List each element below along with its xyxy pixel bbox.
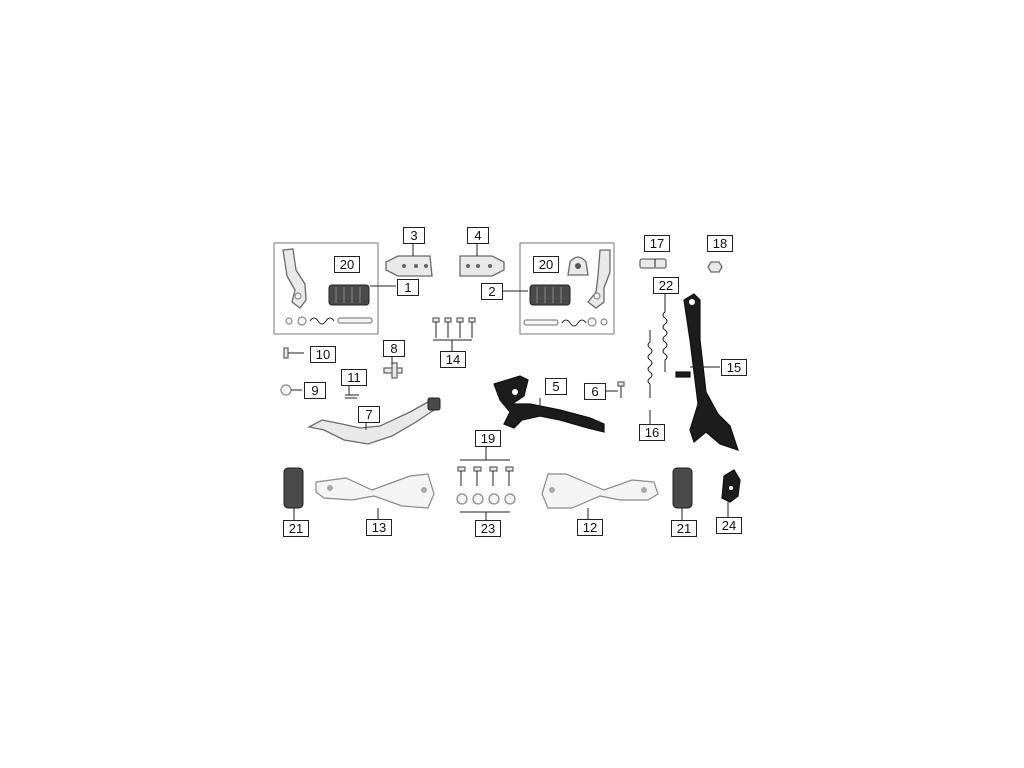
bolt-set-14 — [432, 317, 476, 338]
right-footrest-bracket — [587, 249, 611, 309]
right-footpeg — [459, 255, 505, 277]
right-footrest-small-parts — [523, 317, 608, 327]
bolt-set-19 — [457, 466, 514, 486]
bracket-24 — [721, 469, 741, 503]
left-rear-footpeg-rubber — [283, 467, 304, 509]
right-rear-footpeg-rubber — [672, 467, 693, 509]
callout-21-left: 21 — [283, 520, 309, 537]
spring-16 — [647, 330, 653, 398]
left-footrest-group-frame — [273, 242, 379, 335]
callout-17: 17 — [644, 235, 670, 252]
left-rear-footrest-bracket — [315, 473, 435, 509]
callout-5: 5 — [545, 378, 567, 395]
callout-9: 9 — [304, 382, 326, 399]
callout-20-right: 20 — [533, 256, 559, 273]
right-rear-footrest-bracket — [541, 473, 659, 509]
callout-6: 6 — [584, 383, 606, 400]
brake-pedal — [307, 397, 441, 445]
callout-11: 11 — [341, 369, 367, 386]
callout-12: 12 — [577, 519, 603, 536]
callout-18: 18 — [707, 235, 733, 252]
washer-set-23 — [456, 493, 516, 505]
callout-4: 4 — [467, 227, 489, 244]
right-footrest-group-frame — [519, 242, 615, 335]
callout-8: 8 — [383, 340, 405, 357]
clip-11 — [345, 394, 359, 399]
callout-20-left: 20 — [334, 256, 360, 273]
pin-10 — [283, 347, 304, 359]
callout-13: 13 — [366, 519, 392, 536]
callout-2: 2 — [481, 283, 503, 300]
callout-7: 7 — [358, 406, 380, 423]
callout-24: 24 — [716, 517, 742, 534]
left-footpeg — [385, 255, 433, 277]
left-footrest-bracket — [282, 248, 307, 309]
bolt-6 — [617, 381, 625, 398]
right-footrest-clip — [567, 256, 589, 276]
ring-pin-9 — [280, 384, 302, 396]
callout-15: 15 — [721, 359, 747, 376]
pivot-bolt-17 — [639, 258, 667, 269]
right-footpeg-rubber — [529, 284, 571, 306]
nut-18 — [707, 261, 723, 273]
callout-19: 19 — [475, 430, 501, 447]
callout-23: 23 — [475, 520, 501, 537]
callout-22: 22 — [653, 277, 679, 294]
callout-3: 3 — [403, 227, 425, 244]
callout-1: 1 — [397, 279, 419, 296]
side-stand — [675, 293, 739, 451]
callout-21-right: 21 — [671, 520, 697, 537]
spring-22 — [662, 300, 668, 372]
leader-lines — [293, 243, 729, 520]
left-footrest-small-parts — [285, 316, 373, 326]
bolt-8 — [383, 362, 403, 379]
gear-shift-lever — [493, 375, 605, 433]
callout-14: 14 — [440, 351, 466, 368]
callout-10: 10 — [310, 346, 336, 363]
left-footpeg-rubber — [328, 284, 370, 306]
callout-16: 16 — [639, 424, 665, 441]
